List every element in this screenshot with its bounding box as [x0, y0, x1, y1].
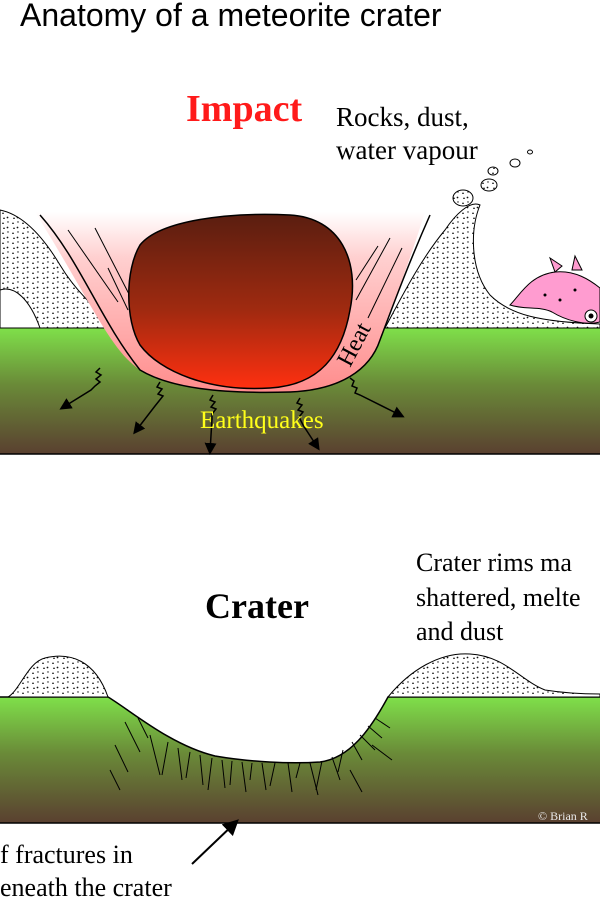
earthquake-arrows: [59, 367, 405, 455]
rim-label-line3: and dust: [416, 617, 504, 646]
shock-lines: [67, 227, 403, 319]
credit-watermark: © Brian R: [538, 809, 588, 823]
rim-label-line1: Crater rims ma: [416, 548, 572, 577]
fracture-pointer-arrow: [191, 819, 239, 865]
diagram-title: Anatomy of a meteorite crater: [20, 0, 442, 33]
fracture-label-line1: f fractures in: [0, 840, 133, 869]
left-crater-rim: [6, 655, 109, 698]
impact-crater-outline: [39, 214, 431, 394]
creature-icon: [509, 254, 600, 324]
crater-panel: Crater Crater rims ma shattered, melte a…: [0, 548, 600, 902]
meteor: [128, 213, 354, 390]
right-ejecta-cloud: [384, 203, 600, 329]
flying-debris: [452, 149, 533, 207]
impact-heading: Impact: [186, 88, 302, 130]
ejecta-label-line2: water vapour: [336, 135, 478, 165]
fracture-label-line2: eneath the crater: [0, 873, 172, 900]
fracture-lines: [109, 717, 393, 796]
crater-ground: [0, 697, 600, 823]
earthquake-label: Earthquakes: [200, 407, 324, 434]
right-crater-rim: [386, 653, 600, 698]
crater-heading: Crater: [205, 586, 309, 626]
ejecta-label-line1: Rocks, dust,: [336, 102, 469, 132]
impact-panel: Impact Rocks, dust, water vapour Heat Ea…: [0, 88, 600, 455]
rim-label-line2: shattered, melte: [416, 583, 581, 612]
